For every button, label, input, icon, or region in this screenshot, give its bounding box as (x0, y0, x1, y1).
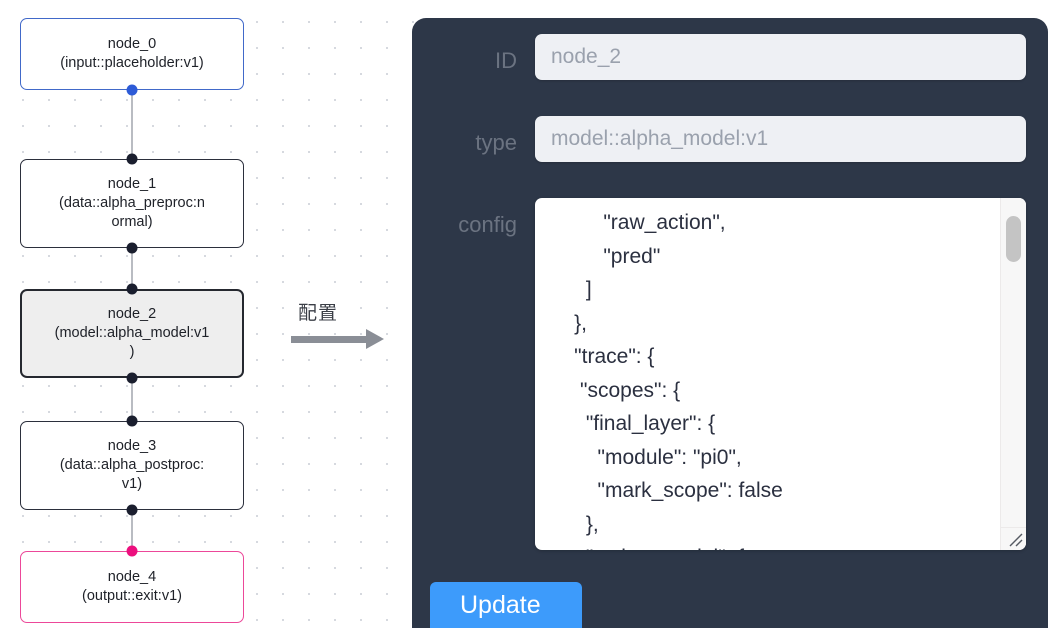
node-port-output-node-1[interactable] (126, 242, 138, 254)
annotation-arrow-group: 配置 (288, 298, 392, 360)
field-row-config: config (430, 198, 1026, 550)
id-input[interactable] (535, 34, 1026, 80)
node-port-input-node-2[interactable] (126, 283, 138, 295)
type-field-label: type (475, 130, 517, 155)
graph-node-node-2[interactable]: node_2 (model::alpha_model:v1 ) (20, 289, 244, 378)
config-field-label: config (458, 212, 517, 237)
config-scrollbar-thumb[interactable] (1006, 216, 1021, 262)
graph-edge (131, 248, 133, 289)
annotation-label: 配置 (298, 302, 339, 324)
update-button[interactable]: Update (430, 582, 582, 628)
graph-canvas[interactable]: node_0 (input::placeholder:v1) node_1 (d… (0, 0, 392, 643)
graph-node-node-0[interactable]: node_0 (input::placeholder:v1) (20, 18, 244, 90)
node-port-output-node-3[interactable] (126, 504, 138, 516)
graph-edge (131, 378, 133, 421)
graph-edge (131, 510, 133, 551)
graph-node-node-3[interactable]: node_3 (data::alpha_postproc: v1) (20, 421, 244, 510)
node-port-input-node-3[interactable] (126, 415, 138, 427)
node-inspector-panel: ID type config Update (412, 18, 1048, 628)
config-textarea[interactable] (535, 198, 1001, 550)
resize-handle-icon[interactable] (1000, 527, 1026, 550)
field-row-id: ID (430, 34, 1026, 80)
node-port-output-node-0[interactable] (126, 84, 138, 96)
graph-node-node-1[interactable]: node_1 (data::alpha_preproc:n ormal) (20, 159, 244, 248)
arrow-shaft-icon (291, 336, 369, 343)
node-port-input-node-1[interactable] (126, 153, 138, 165)
field-row-type: type (430, 116, 1026, 162)
arrow-head-icon (366, 329, 384, 349)
node-port-input-node-4[interactable] (126, 545, 138, 557)
id-field-label: ID (495, 48, 517, 73)
node-port-output-node-2[interactable] (126, 372, 138, 384)
graph-edge (131, 90, 133, 159)
config-scrollbar[interactable] (1000, 198, 1026, 528)
config-editor[interactable] (535, 198, 1026, 550)
type-input[interactable] (535, 116, 1026, 162)
graph-node-node-4[interactable]: node_4 (output::exit:v1) (20, 551, 244, 623)
